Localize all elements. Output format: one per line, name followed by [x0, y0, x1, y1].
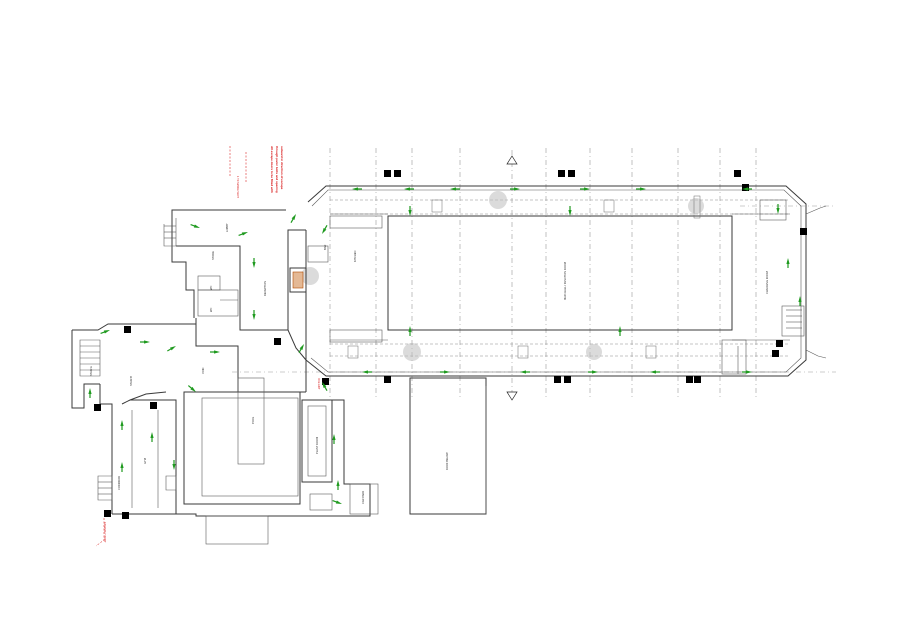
room-label-wc1: WC	[209, 286, 213, 290]
room-label-plant: PLANT ROOM	[315, 437, 319, 454]
room-label-east: CHANGING ROOM	[765, 271, 769, 294]
room-label-corridor: CORRIDOR	[117, 476, 121, 490]
exit-signs	[94, 170, 807, 519]
room-label-pool: POOL	[251, 416, 255, 424]
room-label-store: STORE	[211, 251, 215, 260]
room-label-kitchen: KITCHEN	[353, 250, 357, 262]
bottom-annex	[205, 515, 269, 545]
room-label-bar: BAR	[323, 245, 327, 250]
red-note-fire-exit: FIRE EXIT	[317, 378, 320, 390]
room-label-roof-below: ROOF BELOW	[445, 452, 449, 470]
pool-and-stair-block	[71, 318, 379, 517]
room-label-stair-a: STAIR A	[89, 366, 93, 376]
svg-text:through panic bolts and openin: through panic bolts and opening	[275, 146, 279, 193]
room-label-void: VOID	[201, 368, 205, 374]
svg-text:outward in direction of escape: outward in direction of escape	[280, 146, 284, 190]
section-marker-top	[506, 155, 518, 165]
svg-text:All escape doors to be fitted: All escape doors to be fitted with	[270, 146, 274, 193]
room-label-wc2: WC	[209, 308, 213, 312]
fire-strategy-note: All escape doors to be fitted with throu…	[270, 146, 284, 193]
room-labels: MAIN HALL / FUNCTION ROOM CHANGING ROOM …	[89, 223, 769, 504]
furniture	[347, 195, 701, 359]
escape-route-arrows	[88, 187, 802, 506]
room-label-car-park: CAR PARK	[361, 491, 365, 504]
room-label-stair-b: STAIR B	[129, 376, 133, 386]
red-note-assembly: ASSEMBLY POINT	[103, 522, 106, 543]
room-label-reception: RECEPTION	[263, 281, 267, 296]
room-label-lobby: LOBBY	[225, 223, 229, 232]
main-hall-block	[305, 185, 807, 377]
section-marker-bottom	[506, 391, 518, 401]
room-label-gym: GYM	[143, 458, 147, 464]
red-note-smoke-vent: 1 HR SMOKE VENT	[236, 176, 239, 198]
room-label-hall: MAIN HALL / FUNCTION ROOM	[563, 262, 567, 300]
roof-below-outline	[409, 377, 487, 515]
